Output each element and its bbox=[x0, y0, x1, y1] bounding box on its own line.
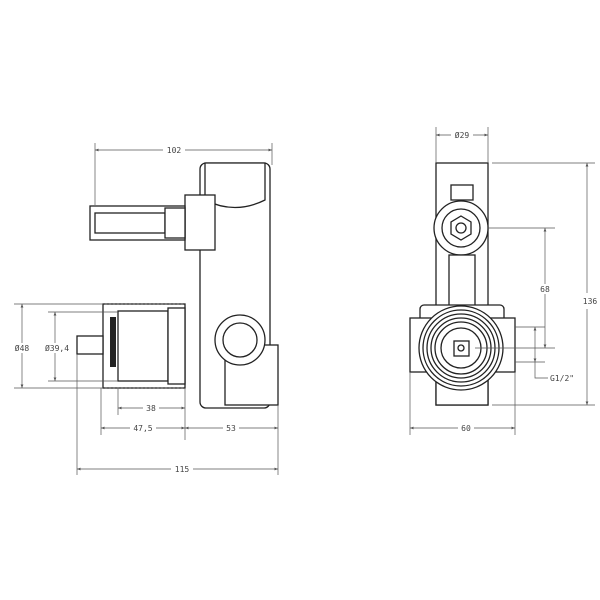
cartridge-seal bbox=[110, 317, 116, 367]
dim-outlet-spacing: 68 bbox=[540, 285, 550, 294]
dim-cartridge-inner-dia: Ø39,4 bbox=[45, 343, 69, 353]
dim-top-dia: Ø29 bbox=[455, 130, 470, 140]
side-view bbox=[76, 162, 279, 409]
dim-body-depth: 53 bbox=[226, 424, 236, 433]
dim-thread: G1/2" bbox=[550, 374, 574, 383]
dim-cartridge-depth: 38 bbox=[146, 404, 156, 413]
side-dimensions: 102 Ø48 Ø39,4 38 47,5 53 115 bbox=[10, 143, 279, 475]
front-dimensions: Ø29 136 68 G1/2" 60 bbox=[409, 127, 598, 435]
front-view bbox=[409, 162, 516, 406]
dim-total-height: 136 bbox=[583, 297, 598, 306]
dim-cartridge-outer-dia: Ø48 bbox=[15, 343, 30, 353]
upper-valve-housing bbox=[184, 194, 216, 251]
dim-width: 60 bbox=[461, 424, 471, 433]
cartridge-stem bbox=[76, 335, 104, 355]
dim-overall-width: 102 bbox=[167, 146, 182, 155]
dim-total-length: 115 bbox=[175, 465, 190, 474]
dim-cartridge-length: 47,5 bbox=[133, 424, 152, 433]
cartridge-thread-front bbox=[418, 305, 504, 391]
